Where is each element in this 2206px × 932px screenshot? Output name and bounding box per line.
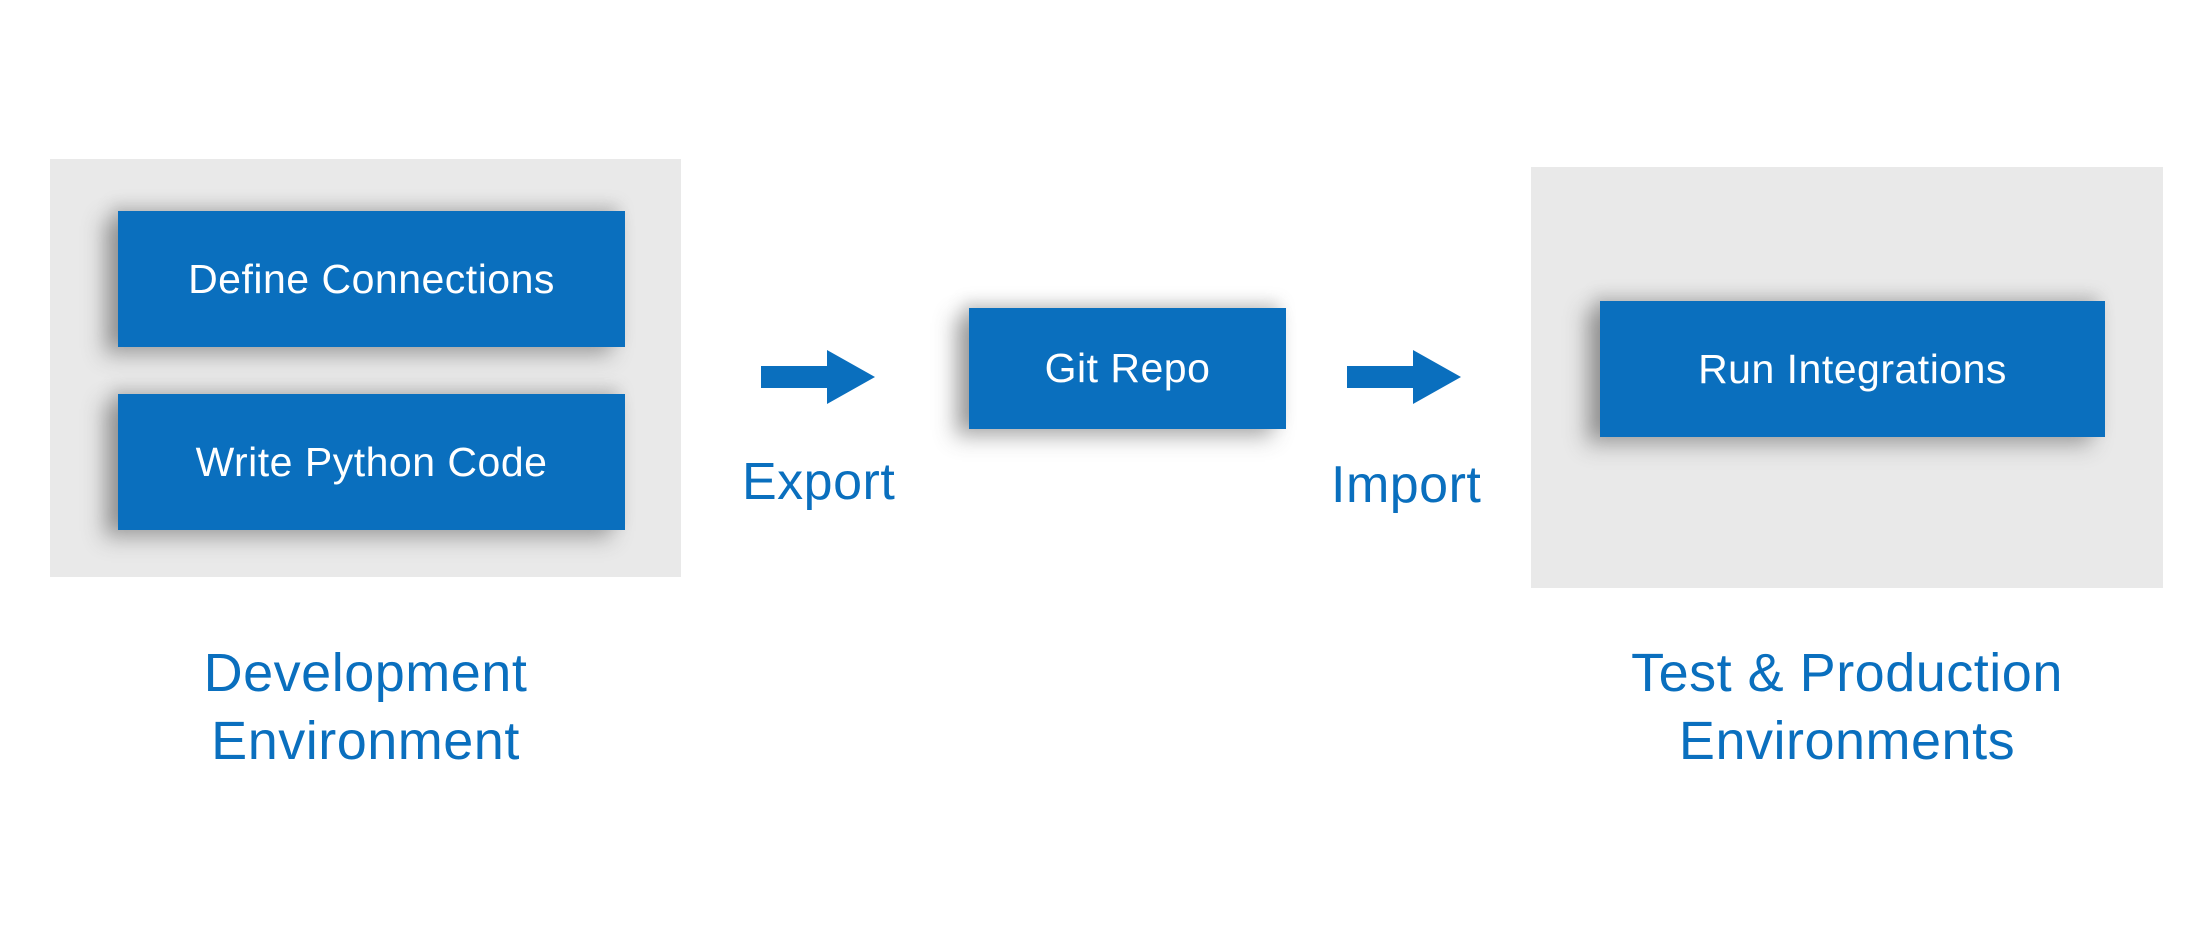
define-connections-label: Define Connections: [188, 255, 555, 302]
import-arrow-icon: [1347, 350, 1461, 404]
development-environment-caption-line1: Development: [203, 643, 528, 703]
test-production-environment-caption-line1: Test & Production: [1631, 643, 2063, 703]
test-production-environment-caption: Test & Production Environments: [1531, 640, 2163, 775]
write-python-code-node: Write Python Code: [118, 394, 625, 530]
development-environment-caption-line2: Environment: [211, 710, 520, 771]
test-production-environment-caption-line2: Environments: [1678, 710, 2016, 771]
run-integrations-node: Run Integrations: [1600, 301, 2105, 437]
git-repo-label: Git Repo: [1044, 345, 1211, 391]
export-label: Export: [742, 453, 896, 511]
export-arrow-icon: [761, 350, 875, 404]
write-python-code-label: Write Python Code: [195, 438, 548, 485]
define-connections-node: Define Connections: [118, 211, 625, 347]
run-integrations-label: Run Integrations: [1698, 345, 2007, 392]
import-label: Import: [1331, 456, 1482, 514]
git-repo-node: Git Repo: [969, 308, 1286, 429]
development-environment-caption: Development Environment: [50, 640, 681, 775]
